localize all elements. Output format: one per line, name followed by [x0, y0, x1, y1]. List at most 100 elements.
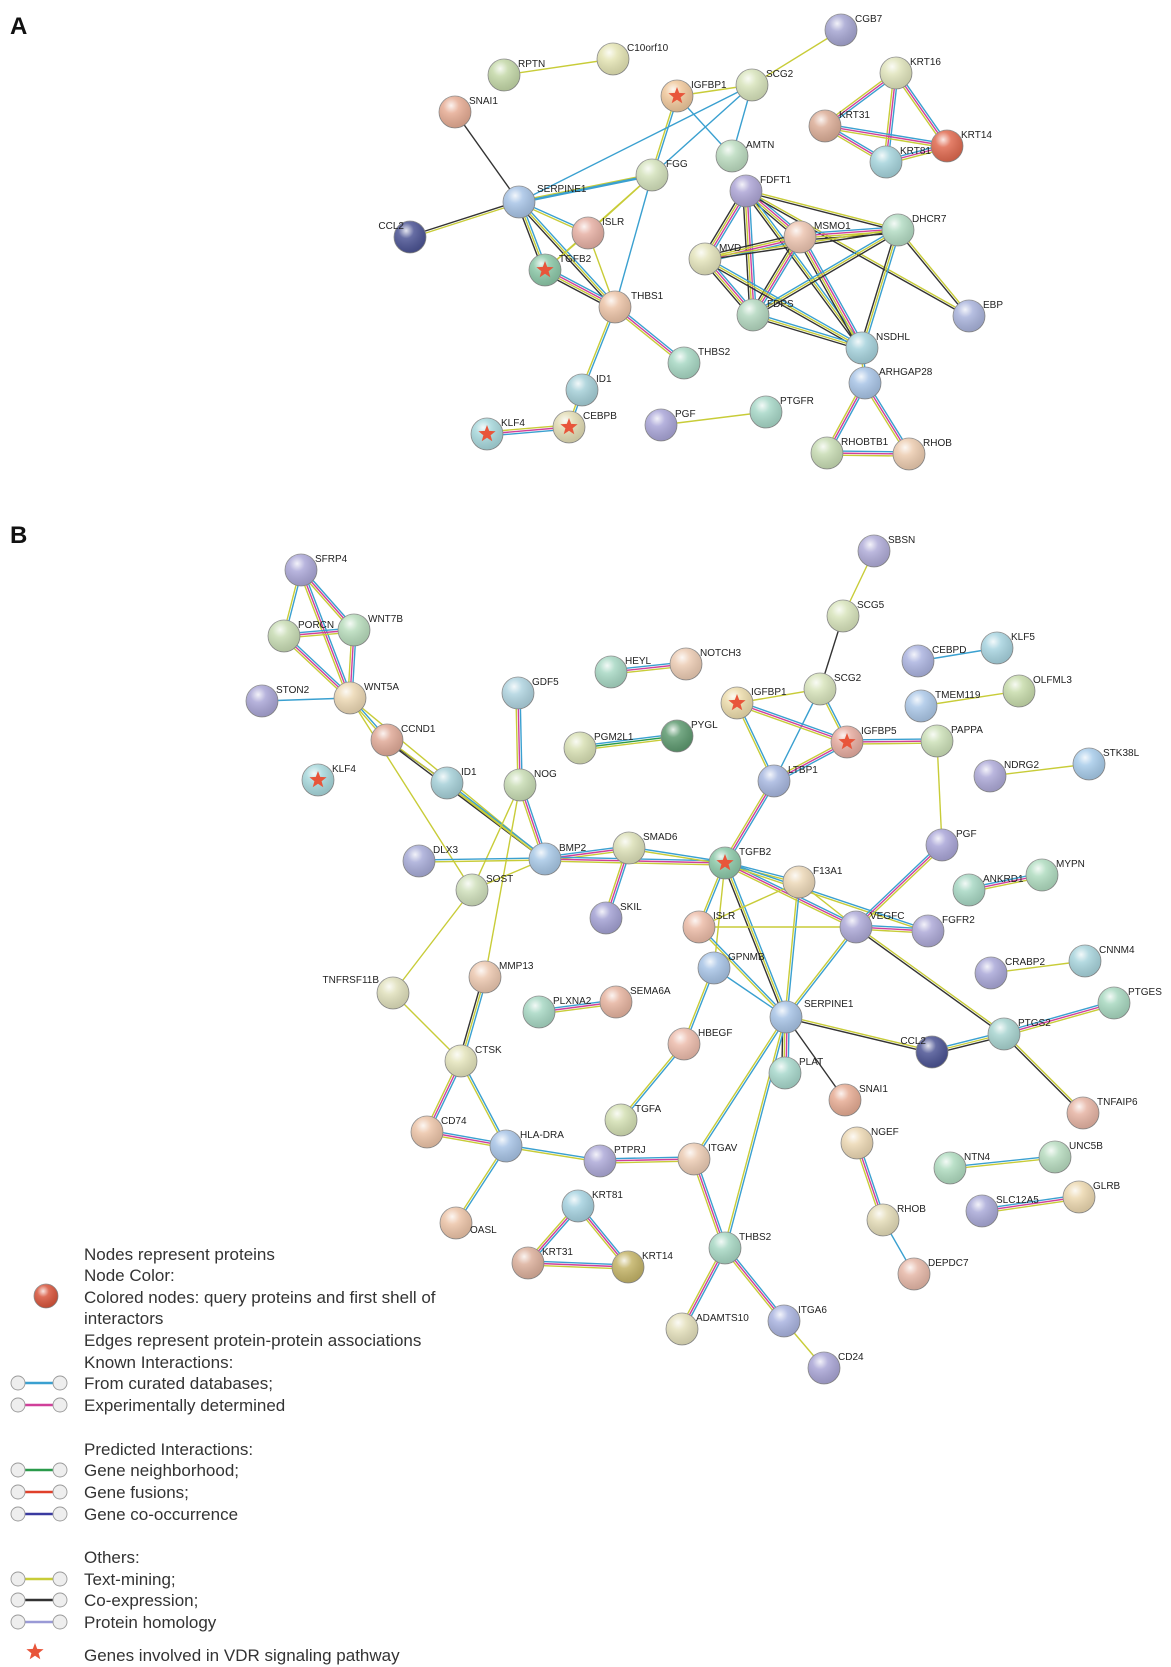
node-klf5[interactable]: KLF5: [980, 631, 1035, 665]
node-stk38l[interactable]: STK38L: [1072, 747, 1140, 781]
node-gdf5[interactable]: GDF5: [501, 676, 559, 710]
node-pappa[interactable]: PAPPA: [920, 724, 983, 758]
node-tgfb2[interactable]: TGFB2: [528, 253, 592, 287]
node-nog[interactable]: NOG: [503, 768, 557, 802]
node-wnt5a[interactable]: WNT5A: [333, 681, 399, 715]
node-thbs2[interactable]: THBS2: [708, 1231, 772, 1265]
node-pgf[interactable]: PGF: [925, 828, 977, 862]
node-pgf[interactable]: PGF: [644, 408, 696, 442]
node-krt81[interactable]: KRT81: [869, 145, 931, 179]
node-id1[interactable]: ID1: [565, 373, 612, 407]
node-adamts10[interactable]: ADAMTS10: [665, 1312, 749, 1346]
node-serpine1[interactable]: SERPINE1: [502, 184, 587, 219]
node-ston2[interactable]: STON2: [245, 684, 310, 718]
node-ptprj[interactable]: PTPRJ: [583, 1144, 646, 1178]
node-notch3[interactable]: NOTCH3: [669, 647, 742, 681]
node-ptgs2[interactable]: PTGS2: [987, 1017, 1051, 1051]
node-thbs1[interactable]: THBS1: [598, 290, 664, 324]
node-fgg[interactable]: FGG: [635, 158, 688, 192]
node-depdc7[interactable]: DEPDC7: [897, 1257, 969, 1291]
node-fdps[interactable]: FDPS: [736, 298, 794, 332]
node-krt31[interactable]: KRT31: [511, 1246, 573, 1280]
node-igfbp1[interactable]: IGFBP1: [660, 79, 727, 113]
node-snai1[interactable]: SNAI1: [828, 1083, 888, 1117]
node-tmem119[interactable]: TMEM119: [904, 689, 981, 723]
node-cd74[interactable]: CD74: [410, 1115, 467, 1149]
node-ebp[interactable]: EBP: [952, 299, 1003, 333]
node-rhob[interactable]: RHOB: [892, 437, 952, 471]
node-smad6[interactable]: SMAD6: [612, 831, 678, 865]
node-fgfr2[interactable]: FGFR2: [911, 914, 975, 948]
node-scg5[interactable]: SCG5: [826, 599, 885, 633]
node-id1[interactable]: ID1: [430, 766, 477, 800]
node-cnnm4[interactable]: CNNM4: [1068, 944, 1135, 978]
node-sema6a[interactable]: SEMA6A: [599, 985, 671, 1019]
node-amtn[interactable]: AMTN: [715, 139, 774, 173]
node-itga6[interactable]: ITGA6: [767, 1304, 827, 1338]
node-sfrp4[interactable]: SFRP4: [284, 553, 348, 587]
node-arhgap28[interactable]: ARHGAP28: [848, 366, 933, 400]
node-plxna2[interactable]: PLXNA2: [522, 995, 592, 1029]
node-wnt7b[interactable]: WNT7B: [337, 613, 403, 647]
node-cebpd[interactable]: CEBPD: [901, 644, 966, 678]
node-f13a1[interactable]: F13A1: [782, 865, 843, 899]
node-pgm2l1[interactable]: PGM2L1: [563, 731, 634, 765]
node-tgfb2[interactable]: TGFB2: [708, 846, 772, 880]
node-islr[interactable]: ISLR: [682, 910, 735, 944]
node-krt81[interactable]: KRT81: [561, 1189, 623, 1223]
node-cd24[interactable]: CD24: [807, 1351, 864, 1385]
node-itgav[interactable]: ITGAV: [677, 1142, 738, 1176]
node-c10orf10[interactable]: C10orf10: [596, 42, 669, 76]
node-hla-dra[interactable]: HLA-DRA: [489, 1129, 564, 1163]
node-igfbp5[interactable]: IGFBP5: [830, 725, 897, 759]
legend-colored-node-icon[interactable]: [33, 1283, 59, 1309]
node-pygl[interactable]: PYGL: [660, 719, 718, 753]
node-plat[interactable]: PLAT: [768, 1056, 823, 1090]
node-dhcr7[interactable]: DHCR7: [881, 213, 947, 247]
node-tgfa[interactable]: TGFA: [604, 1103, 661, 1137]
node-crabp2[interactable]: CRABP2: [974, 956, 1045, 990]
node-olfml3[interactable]: OLFML3: [1002, 674, 1072, 708]
node-vegfc[interactable]: VEGFC: [839, 910, 904, 944]
node-ctsk[interactable]: CTSK: [444, 1044, 502, 1078]
node-ptges[interactable]: PTGES: [1097, 986, 1162, 1020]
node-krt14[interactable]: KRT14: [611, 1250, 673, 1284]
node-skil[interactable]: SKIL: [589, 901, 642, 935]
node-krt14[interactable]: KRT14: [930, 129, 992, 163]
node-msmo1[interactable]: MSMO1: [783, 220, 851, 254]
node-mvd[interactable]: MVD: [688, 242, 741, 276]
node-unc5b[interactable]: UNC5B: [1038, 1140, 1103, 1174]
node-scg2[interactable]: SCG2: [735, 68, 794, 102]
node-ndrg2[interactable]: NDRG2: [973, 759, 1039, 793]
node-tnfrsf11b[interactable]: TNFRSF11B: [323, 975, 410, 1010]
node-krt31[interactable]: KRT31: [808, 109, 870, 143]
node-ccnd1[interactable]: CCND1: [370, 723, 436, 757]
node-thbs2[interactable]: THBS2: [667, 346, 731, 380]
node-rptn[interactable]: RPTN: [487, 58, 545, 92]
node-heyl[interactable]: HEYL: [594, 655, 652, 689]
node-klf4[interactable]: KLF4: [301, 763, 356, 797]
node-gpnmb[interactable]: GPNMB: [697, 951, 765, 985]
node-klf4[interactable]: KLF4: [470, 417, 525, 451]
node-ccl2[interactable]: CCL2: [378, 220, 427, 254]
node-islr[interactable]: ISLR: [571, 216, 624, 250]
node-porcn[interactable]: PORCN: [267, 619, 334, 653]
node-ngef[interactable]: NGEF: [840, 1126, 899, 1160]
node-ltbp1[interactable]: LTBP1: [757, 764, 818, 798]
node-ccl2[interactable]: CCL2: [900, 1035, 949, 1069]
node-glrb[interactable]: GLRB: [1062, 1180, 1121, 1214]
node-ntn4[interactable]: NTN4: [933, 1151, 991, 1185]
node-slc12a5[interactable]: SLC12A5: [965, 1194, 1039, 1228]
node-mypn[interactable]: MYPN: [1025, 858, 1085, 892]
node-rhobtb1[interactable]: RHOBTB1: [810, 436, 889, 470]
node-sost[interactable]: SOST: [455, 873, 513, 907]
node-fdft1[interactable]: FDFT1: [729, 174, 792, 208]
node-sbsn[interactable]: SBSN: [857, 534, 915, 568]
node-serpine1[interactable]: SERPINE1: [769, 999, 854, 1034]
node-ankrd1[interactable]: ANKRD1: [952, 873, 1024, 907]
node-hbegf[interactable]: HBEGF: [667, 1027, 732, 1061]
node-igfbp1[interactable]: IGFBP1: [720, 686, 787, 720]
node-scg2[interactable]: SCG2: [803, 672, 862, 706]
node-cebpb[interactable]: CEBPB: [552, 410, 617, 444]
node-cgb7[interactable]: CGB7: [824, 13, 883, 47]
